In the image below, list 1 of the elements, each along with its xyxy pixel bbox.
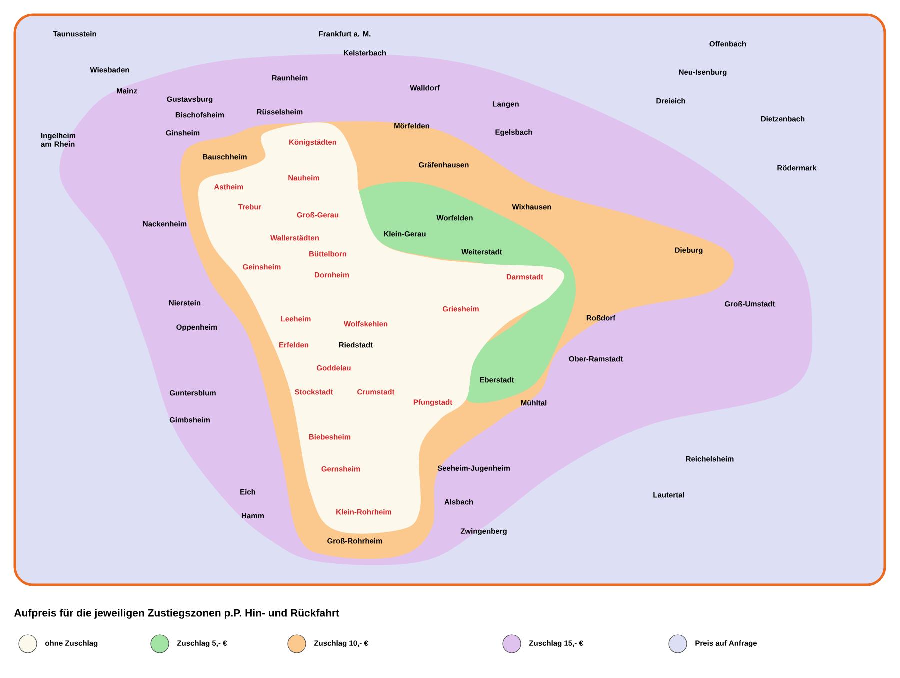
legend-title: Aufpreis für die jeweiligen Zustiegszonen p.P. Hin- und Rückfahrt xyxy=(14,609,340,619)
